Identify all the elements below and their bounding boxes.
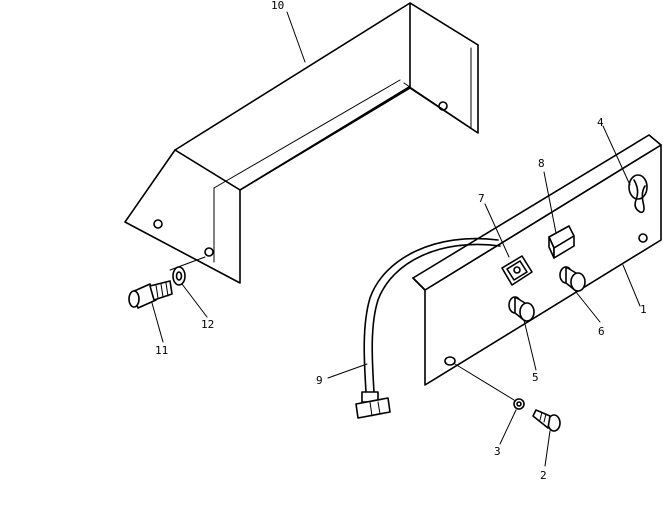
washer	[172, 266, 186, 286]
washer-2	[513, 398, 525, 410]
callout-8: 8	[538, 157, 545, 170]
wiring-harness	[355, 237, 501, 419]
callout-4: 4	[597, 116, 604, 129]
callout-2: 2	[540, 469, 547, 482]
callout-1: 1	[640, 303, 647, 316]
bolt	[128, 280, 173, 309]
callout-10: 10	[271, 0, 284, 12]
callout-9: 9	[316, 374, 323, 387]
callout-3: 3	[494, 445, 501, 458]
callout-12: 12	[201, 318, 214, 331]
key-switch	[628, 174, 648, 214]
callout-6: 6	[598, 325, 605, 338]
square-switch	[548, 225, 575, 259]
callout-labels: 1 2 3 4 5 6 7 8 9 10 11 12	[155, 0, 647, 482]
pilot-lamp	[559, 266, 586, 292]
pilot-lamp-2	[508, 296, 535, 322]
callout-5: 5	[532, 371, 539, 384]
screw	[532, 409, 561, 432]
indicator-lamp	[501, 255, 533, 286]
callout-7: 7	[478, 192, 485, 205]
panel-plate	[412, 134, 662, 386]
leader-lines	[151, 11, 641, 467]
callout-11: 11	[155, 344, 168, 357]
cover-bracket	[124, 2, 479, 284]
